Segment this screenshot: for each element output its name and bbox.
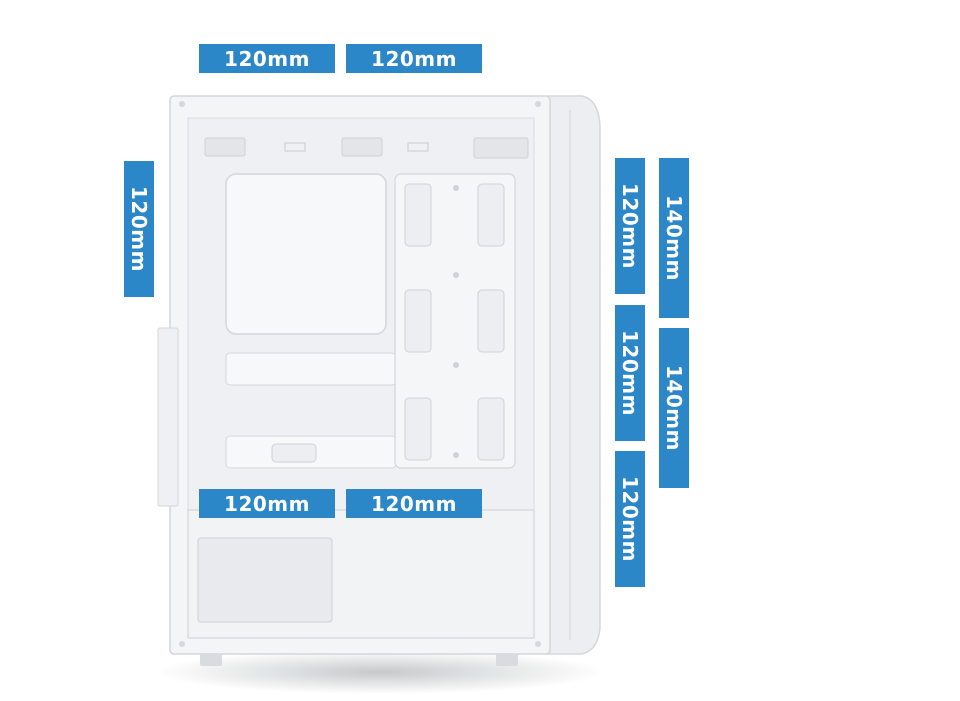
bottom-fan-left-label: 120mm <box>199 489 335 518</box>
front-panel <box>547 95 601 655</box>
cable-routing-panel <box>394 173 516 469</box>
top-fan-right-text: 120mm <box>371 46 457 71</box>
cpu-cutout <box>225 173 387 335</box>
bottom-fan-right-text: 120mm <box>371 491 457 516</box>
top-fan-right-label: 120mm <box>346 44 482 73</box>
bottom-fan-right-label: 120mm <box>346 489 482 518</box>
rear-fan-label: 120mm <box>124 161 154 297</box>
top-fan-left-text: 120mm <box>224 46 310 71</box>
front-fan-120-middle-label: 120mm <box>615 305 645 441</box>
front-fan-140-bottom-text: 140mm <box>662 365 686 451</box>
bottom-fan-left-text: 120mm <box>224 491 310 516</box>
psu-window <box>197 537 333 623</box>
top-fan-left-label: 120mm <box>199 44 335 73</box>
front-fan-140-top-text: 140mm <box>662 195 686 281</box>
front-fan-120-bottom-label: 120mm <box>615 451 645 587</box>
floor-shadow <box>155 650 605 694</box>
front-fan-120-bottom-text: 120mm <box>618 476 642 562</box>
front-fan-120-top-text: 120mm <box>618 183 642 269</box>
front-fan-140-top-label: 140mm <box>659 158 689 318</box>
front-fan-120-top-label: 120mm <box>615 158 645 294</box>
rear-fan-text: 120mm <box>127 186 151 272</box>
front-fan-140-bottom-label: 140mm <box>659 328 689 488</box>
front-fan-120-middle-text: 120mm <box>618 330 642 416</box>
